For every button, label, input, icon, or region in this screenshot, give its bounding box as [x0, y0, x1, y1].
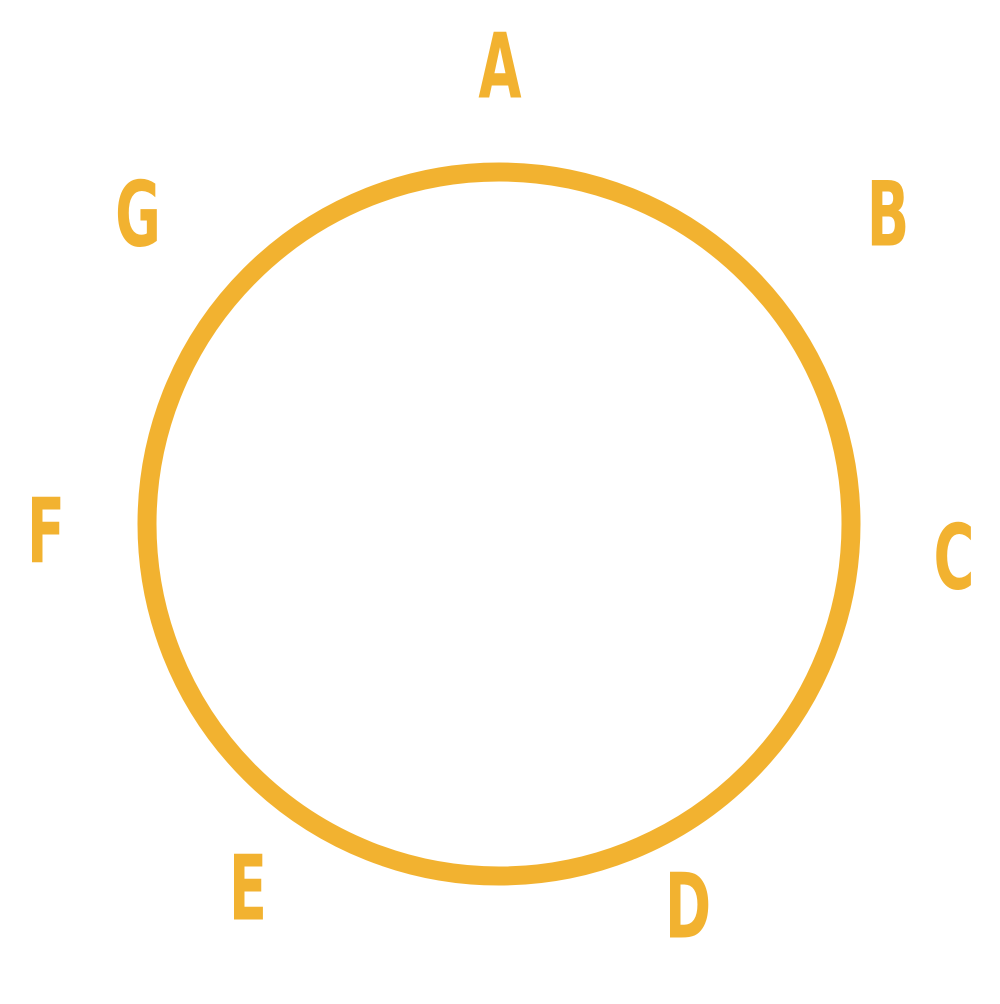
label-g: G [115, 163, 161, 268]
label-f: F [27, 480, 65, 585]
label-d: D [665, 855, 711, 960]
ring-circle [137, 162, 861, 886]
label-b: B [867, 163, 910, 268]
label-c: C [934, 506, 975, 611]
label-a: A [478, 15, 521, 120]
label-e: E [229, 837, 267, 942]
